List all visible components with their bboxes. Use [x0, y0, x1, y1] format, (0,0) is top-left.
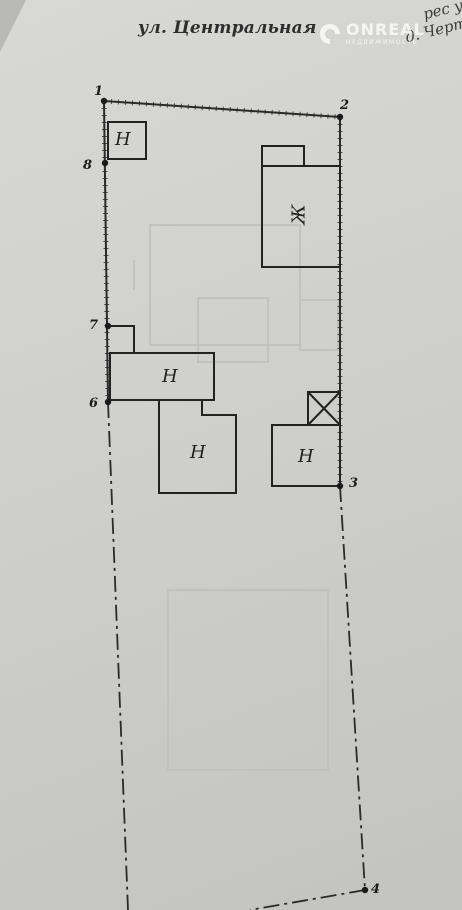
onreal-logo-icon: [320, 24, 340, 44]
point-2-dot: [336, 113, 344, 121]
street-name: ул. Центральная: [138, 18, 317, 38]
point-6-dot: [104, 398, 112, 406]
boundary-6-down: [107, 401, 129, 910]
point-8-dot: [101, 159, 109, 167]
page-shadow: [0, 0, 26, 52]
watermark: ONREAL НЕДВИЖИМОСТЬ: [318, 22, 425, 46]
point-3-dot: [336, 482, 344, 490]
shed-top-outline: [107, 121, 147, 160]
toilet-cross-2: [307, 391, 341, 426]
watermark-subtitle: НЕДВИЖИМОСТЬ: [346, 39, 419, 46]
watermark-brand: ONREAL: [346, 20, 425, 39]
point-6-label: 6: [89, 396, 99, 411]
toilet-outline: [307, 391, 341, 426]
boundary-1-2: [103, 98, 341, 120]
point-4-label: 4: [371, 882, 381, 897]
shed-right-outline: [271, 424, 341, 487]
point-4-dot: [361, 886, 369, 894]
shed-right-label: Н: [298, 446, 314, 467]
shed-left-bump-outline: [108, 325, 135, 353]
point-1-label: 1: [94, 84, 104, 99]
point-1-dot: [100, 97, 108, 105]
boundary-3-4: [339, 485, 366, 891]
point-8-label: 8: [83, 158, 93, 173]
point-3-label: 3: [349, 476, 359, 491]
point-2-label: 2: [340, 98, 350, 113]
bleed-through-lines: [133, 224, 339, 771]
point-7-dot: [104, 322, 112, 330]
shed-top-label: Н: [115, 129, 131, 150]
point-7-label: 7: [89, 318, 99, 333]
shed-left-lower-outline: [158, 399, 237, 494]
house-outline: [261, 145, 341, 268]
shed-left-lower-label: Н: [190, 442, 206, 463]
shed-left-upper-label: Н: [162, 366, 178, 387]
boundary-left: [101, 100, 111, 403]
boundary-points: [100, 97, 369, 894]
house-label: Ж: [288, 204, 310, 225]
boundary-4-bottom: [249, 889, 366, 910]
